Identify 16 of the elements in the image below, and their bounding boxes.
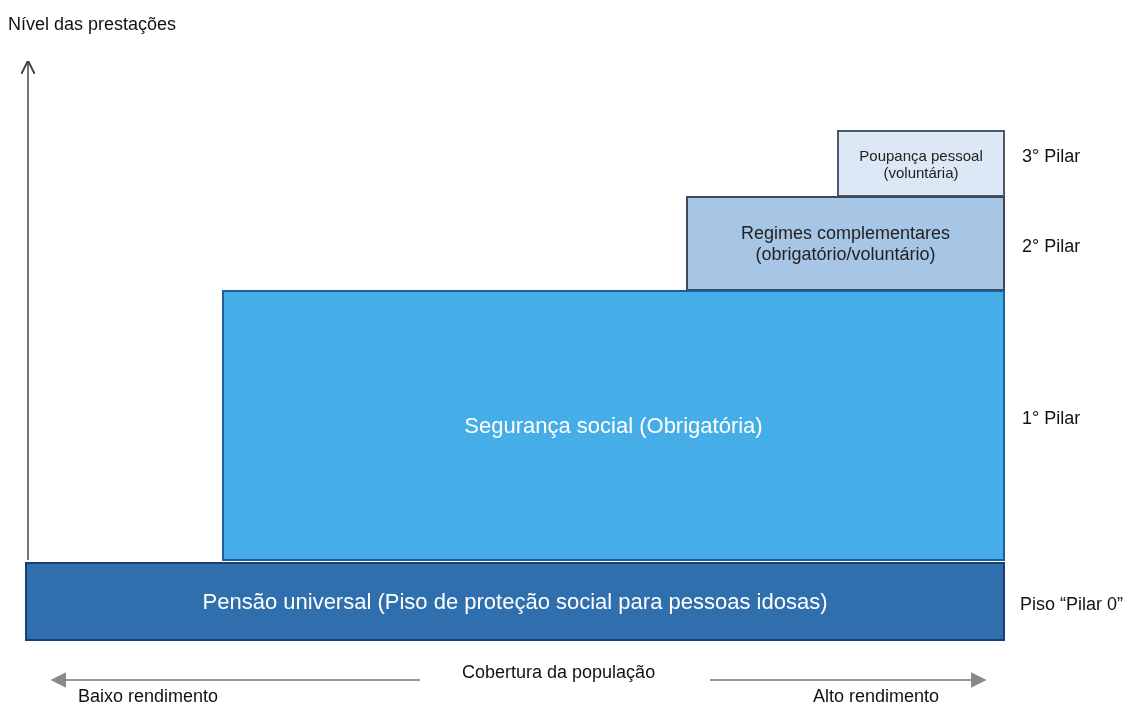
pillar-label: 2° Pilar xyxy=(1022,236,1081,257)
pillar-label: 3° Pilar xyxy=(1022,146,1081,167)
pillar-block xyxy=(686,196,1005,291)
block-label: Regimes complementares (obrigatório/voluntário) xyxy=(739,222,952,265)
pillar-block xyxy=(25,562,1005,641)
block-label: Segurança social (Obrigatória) xyxy=(464,412,763,439)
axis-title: Nível das prestações xyxy=(8,14,177,35)
pillar-block xyxy=(222,290,1005,561)
axis-title: Cobertura da população xyxy=(462,662,656,683)
axis-end-label: Alto rendimento xyxy=(813,686,940,707)
pillar-label: Piso “Pilar 0” xyxy=(1020,594,1124,615)
pillar-block xyxy=(837,130,1005,197)
block-label: Pensão universal (Piso de proteção social para pessoas idosas) xyxy=(202,588,828,615)
pillar-label: 1° Pilar xyxy=(1022,408,1081,429)
axis-end-label: Baixo rendimento xyxy=(78,686,219,707)
block-label: Poupança pessoal (voluntária) xyxy=(858,146,984,181)
